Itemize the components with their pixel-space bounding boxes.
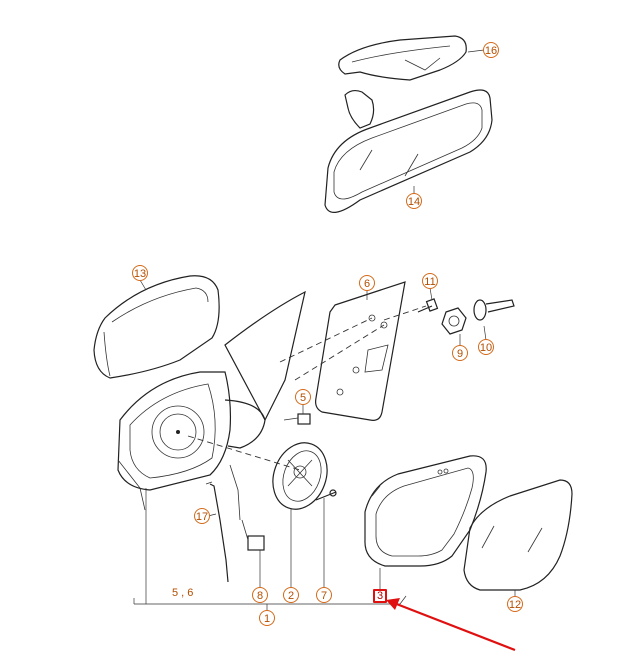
part-17-wire — [205, 481, 229, 583]
callout-12: 12 — [507, 596, 523, 612]
part-13-mirror-cap — [93, 275, 220, 379]
callout-11: 11 — [422, 273, 438, 289]
part-7-screw — [315, 489, 337, 501]
part-11-screw — [417, 298, 439, 313]
callout-5: 5 — [295, 389, 311, 405]
part-12-mirror-glass — [463, 479, 573, 591]
part-5-connector — [283, 413, 311, 425]
callout-2: 2 — [283, 587, 299, 603]
callout-16: 16 — [483, 42, 499, 58]
leader-lines — [133, 49, 516, 612]
callout-8: 8 — [252, 587, 268, 603]
callout-3-highlighted: 3 — [373, 589, 387, 603]
callout-5-6: 5 , 6 — [172, 587, 194, 599]
part-16-mount-cover — [338, 35, 467, 81]
highlight-arrow — [386, 598, 516, 652]
callout-14: 14 — [406, 193, 422, 209]
part-6-mounting-plate — [315, 281, 406, 421]
mirror-housing — [117, 290, 306, 521]
callout-13: 13 — [132, 265, 148, 281]
callout-10: 10 — [478, 339, 494, 355]
part-2-adjustment-motor — [272, 442, 328, 510]
callout-9: 9 — [452, 345, 468, 361]
callout-6: 6 — [359, 275, 375, 291]
callout-7: 7 — [316, 587, 332, 603]
callout-1: 1 — [259, 610, 275, 626]
part-10-bolt — [473, 299, 515, 321]
part-8-plug — [241, 519, 265, 551]
callout-17: 17 — [194, 508, 210, 524]
part-14-rearview-mirror — [324, 89, 493, 213]
part-3-mirror-frame — [364, 455, 487, 567]
part-9-nut — [441, 307, 467, 335]
